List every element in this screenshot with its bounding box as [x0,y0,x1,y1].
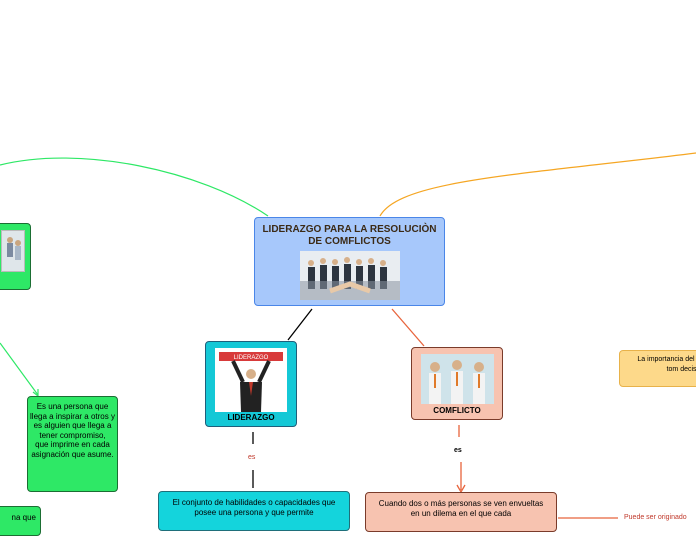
line-root-conflicto [391,308,425,347]
connector-puede-ser: Puede ser originado [624,514,687,521]
left-bottom-node[interactable]: na que [0,506,41,536]
left-image-node[interactable] [0,223,31,290]
liderazgo-definition-node[interactable]: El conjunto de habilidades o capacidades… [158,491,350,531]
conflict-photo [421,354,494,404]
left-bottom-text: na que [11,513,36,522]
right-importance-text: La importancia del la tom decisio [637,356,696,373]
conflicto-node[interactable]: COMFLICTO [411,347,503,420]
right-importance-node[interactable]: La importancia del la tom decisio [619,350,696,387]
banner-text: LIDERAZGO [234,355,269,361]
line-root-liderazgo [287,308,313,341]
leader-photo: LIDERAZGO [215,348,287,412]
liderazgo-definition-text: El conjunto de habilidades o capacidades… [172,498,336,517]
connector-es-liderazgo: es [248,454,256,461]
connection-lines [0,152,696,519]
person-definition-text: Es una persona que llega a inspirar a ot… [30,402,115,459]
people-photo [1,230,25,272]
conflicto-label: COMFLICTO [433,406,481,415]
orange-branch-line [379,152,696,217]
green-branch-line [0,157,269,217]
connector-es-conflicto: es [454,447,462,454]
conflicto-definition-text: Cuando dos o más personas se ven envuelt… [378,499,544,518]
conflicto-definition-node[interactable]: Cuando dos o más personas se ven envuelt… [365,492,557,532]
team-handshake-icon [300,251,400,300]
root-title: LIDERAZGO PARA LA RESOLUCIÒN DE COMFLICT… [262,224,437,247]
liderazgo-label: LIDERAZGO [227,413,275,422]
liderazgo-node[interactable]: LIDERAZGO LIDERAZGO [205,341,297,427]
leader-raising-banner-icon: LIDERAZGO [219,352,283,412]
person-definition-node[interactable]: Es una persona que llega a inspirar a ot… [27,396,118,492]
green-leaf-line [0,342,39,396]
three-businessmen-icon [421,354,494,404]
root-topic[interactable]: LIDERAZGO PARA LA RESOLUCIÒN DE COMFLICT… [254,217,445,306]
people-figure-icon [7,237,21,260]
team-handshake-photo [300,251,400,300]
